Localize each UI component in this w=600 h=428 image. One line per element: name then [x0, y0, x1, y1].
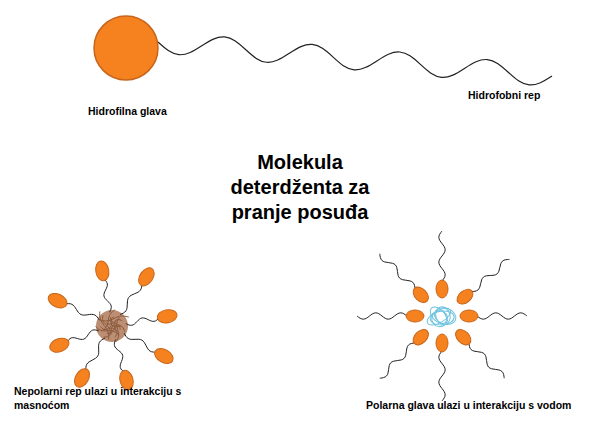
- water-scribble: [432, 305, 458, 328]
- tail: [439, 351, 445, 401]
- diagram-title: Molekula deterdženta za pranje posuđa: [215, 150, 385, 225]
- tail: [67, 330, 99, 343]
- head-label: Hidrofilna glava: [88, 104, 238, 118]
- tail: [477, 313, 527, 319]
- head: [436, 280, 448, 298]
- tail: [357, 313, 407, 319]
- tail: [439, 231, 445, 281]
- head: [410, 284, 431, 305]
- detergent-molecule: [94, 16, 552, 85]
- tail: [120, 283, 142, 314]
- caption: Nepolarni rep ulazi u interakciju s masn…: [14, 384, 214, 412]
- tail: [469, 343, 504, 378]
- head: [436, 334, 448, 352]
- grease-texture: [100, 311, 109, 339]
- caption: Polarna glava ulazi u interakciju s vodo…: [366, 398, 596, 412]
- head: [460, 310, 478, 322]
- head: [135, 265, 157, 289]
- tail: [380, 343, 415, 378]
- head: [406, 310, 424, 322]
- grease-texture: [116, 317, 120, 342]
- head: [410, 327, 431, 348]
- grease-texture: [99, 316, 128, 321]
- tail-label: Hidrofobni rep: [468, 88, 593, 102]
- head: [48, 336, 71, 355]
- tail: [114, 340, 124, 373]
- tail: [380, 254, 415, 289]
- water-micelle: [357, 231, 527, 401]
- tail: [104, 279, 112, 312]
- tail: [471, 259, 509, 291]
- head: [94, 260, 110, 282]
- hydrophobic-tail: [158, 37, 552, 85]
- tail: [86, 338, 105, 371]
- tail: [124, 333, 157, 352]
- head: [453, 327, 474, 348]
- tail: [65, 304, 99, 320]
- head: [152, 345, 176, 366]
- head: [46, 291, 70, 311]
- head: [156, 308, 178, 324]
- grease-micelle: [46, 260, 178, 392]
- head: [454, 286, 476, 307]
- grease-blob: [96, 310, 128, 342]
- water-scribble: [431, 310, 448, 327]
- water-scribble: [433, 305, 452, 327]
- tail: [126, 318, 159, 326]
- hydrophilic-head: [94, 16, 158, 80]
